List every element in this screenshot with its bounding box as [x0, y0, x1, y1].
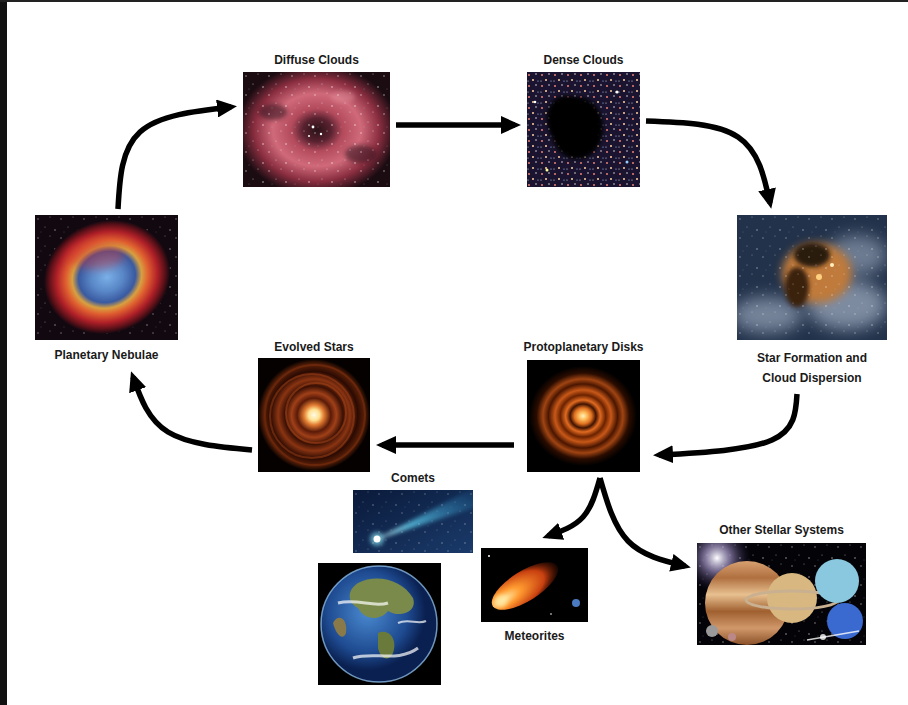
stage-node: Comets [353, 468, 473, 553]
stage-label: Diffuse Clouds [274, 50, 359, 70]
star-formation-image [732, 215, 887, 340]
earth-image [318, 563, 441, 685]
stage-label: Protoplanetary Disks [523, 337, 643, 357]
meteorite-image [481, 548, 588, 622]
stage-label: Other Stellar Systems [719, 520, 844, 540]
stage-node: Other Stellar Systems [697, 520, 866, 645]
planets-image [683, 524, 866, 645]
stage-label: Meteorites [504, 626, 564, 646]
stage-node: Dense Clouds [527, 50, 640, 187]
stage-node: Evolved Stars [258, 337, 370, 472]
stage-label: Comets [391, 468, 435, 488]
stage-label: Dense Clouds [543, 50, 623, 70]
cycle-arrow [382, 442, 514, 448]
cycle-arrow [548, 478, 600, 536]
comet-image [353, 486, 479, 553]
stage-label: Planetary Nebulae [54, 345, 158, 365]
dense-cloud-image [527, 72, 640, 187]
stage-label: Star Formation and Cloud Dispersion [746, 348, 878, 388]
cycle-arrow [659, 394, 797, 455]
diffuse-cloud-image [237, 64, 397, 196]
stage-label: Evolved Stars [274, 337, 353, 357]
edge-bar [0, 0, 908, 2]
cycle-arrow [600, 478, 685, 566]
stage-node: Star Formation and Cloud Dispersion [737, 215, 887, 388]
disk-image [527, 360, 640, 472]
cycle-arrow [133, 377, 252, 450]
cycle-arrow [646, 121, 770, 203]
edge-bar [0, 0, 7, 705]
evolved-star-image [258, 358, 370, 472]
cycle-arrow [396, 122, 515, 128]
nebula-image [28, 202, 187, 351]
cycle-arrow [118, 107, 231, 209]
stage-node: Meteorites [481, 548, 588, 646]
stage-node: Protoplanetary Disks [520, 337, 647, 472]
stage-node: Diffuse Clouds [243, 50, 390, 187]
stage-node: Planetary Nebulae [35, 215, 178, 365]
